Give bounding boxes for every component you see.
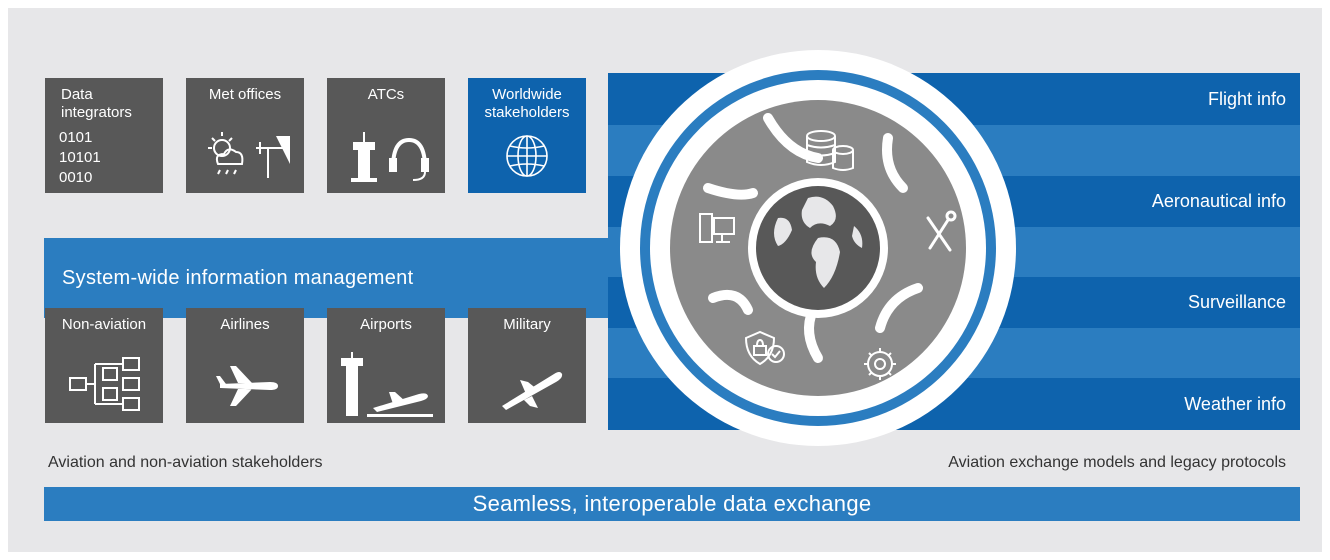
gear-icon	[864, 348, 896, 380]
tile-label: Data integrators	[61, 86, 132, 121]
earth-icon	[774, 196, 863, 288]
swim-bar: System-wide information management	[44, 238, 614, 318]
airplane-icon	[216, 366, 278, 406]
swim-label: System-wide information management	[62, 266, 414, 289]
band-label: Flight info	[1207, 88, 1286, 109]
band-label: Surveillance	[1187, 292, 1286, 312]
band-label: Weather info	[1184, 393, 1286, 414]
hierarchy-icon	[69, 357, 140, 411]
globe-grid-icon	[506, 135, 548, 177]
band-label: Aeronautical info	[1151, 191, 1286, 211]
tile-non-aviation: Non-aviation	[45, 308, 163, 423]
binary-data-icon: 0101 10101 0010	[59, 129, 101, 186]
tile-label: Airports	[360, 316, 412, 333]
diagram-canvas: Data integrators 0101 10101 0010 Met off…	[8, 8, 1322, 552]
control-tower-headset-icon	[351, 132, 429, 182]
database-icon	[806, 130, 854, 171]
tile-label: Military	[503, 316, 551, 333]
airport-tower-icon	[341, 352, 433, 417]
tile-label: Airlines	[220, 316, 270, 333]
tile-worldwide-stakeholders: Worldwide stakeholders	[468, 78, 586, 193]
tile-label: Met offices	[208, 86, 282, 103]
tile-military: Military	[468, 308, 586, 423]
tile-label: ATCs	[367, 86, 405, 103]
weather-icon	[208, 132, 290, 178]
tile-label: Non-aviation	[61, 316, 147, 333]
military-jet-icon	[502, 372, 563, 410]
left-caption: Aviation and non-aviation stakeholders	[48, 454, 323, 471]
tile-atcs: ATCs	[327, 78, 445, 193]
tile-airlines: Airlines	[186, 308, 304, 423]
exchange-ring-diagram	[620, 50, 1016, 446]
security-shield-icon	[744, 330, 785, 366]
tile-data-integrators: Data integrators 0101 10101 0010	[45, 78, 163, 193]
tools-icon	[926, 210, 957, 252]
tile-met-offices: Met offices	[186, 78, 304, 193]
computer-icon	[699, 213, 735, 243]
tile-label: Worldwide stakeholders	[484, 86, 570, 121]
tile-airports: Airports	[327, 308, 445, 423]
bottom-banner: Seamless, interoperable data exchange	[44, 487, 1300, 521]
right-caption: Aviation exchange models and legacy prot…	[948, 454, 1286, 471]
